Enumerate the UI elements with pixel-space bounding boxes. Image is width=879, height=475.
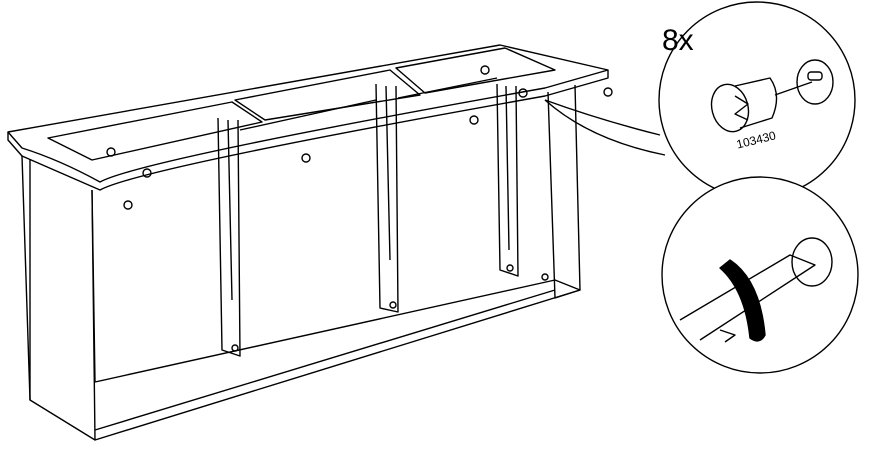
cam-lock-holes <box>106 65 613 352</box>
detail-circle-turn <box>661 176 859 374</box>
quantity-label: 8x <box>662 24 694 57</box>
cabinet-frame <box>7 44 609 441</box>
callout-connector <box>544 99 666 156</box>
detail-circle-cam-lock <box>658 1 856 199</box>
